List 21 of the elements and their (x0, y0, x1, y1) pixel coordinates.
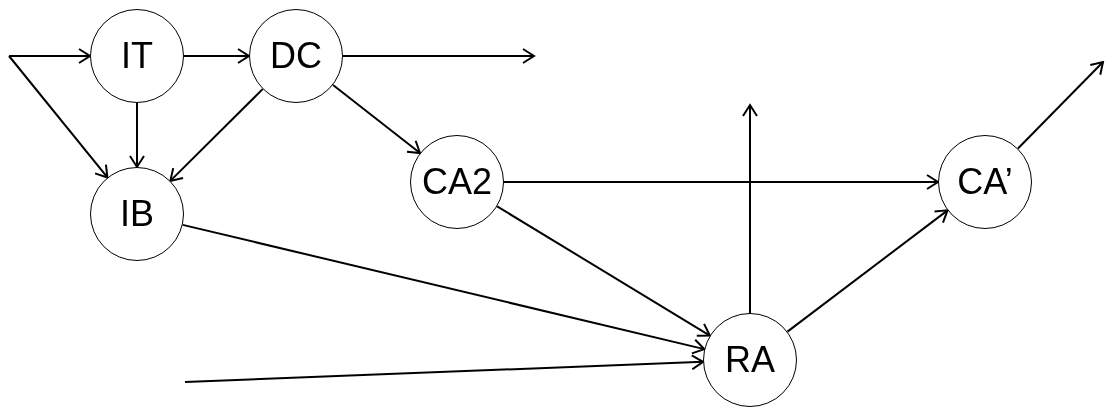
arrow (181, 223, 706, 355)
node-label: CA’ (957, 164, 1013, 200)
arrow (342, 48, 535, 64)
node-label: IB (120, 196, 154, 232)
arrow (184, 354, 705, 383)
arrow (503, 174, 939, 190)
arrow (786, 209, 949, 333)
arrow (332, 83, 421, 155)
arrow (742, 104, 758, 314)
arrow (169, 88, 264, 182)
arrow (183, 48, 250, 64)
node-label: DC (270, 38, 322, 74)
arrow (129, 102, 145, 168)
arrow (8, 55, 109, 179)
circle-node (703, 313, 797, 407)
node-label: IT (121, 38, 153, 74)
arrow (496, 205, 711, 337)
node-label: CA2 (422, 164, 492, 200)
node-label: RA (725, 342, 775, 378)
arrow (8, 48, 91, 64)
arrow (1016, 61, 1104, 150)
